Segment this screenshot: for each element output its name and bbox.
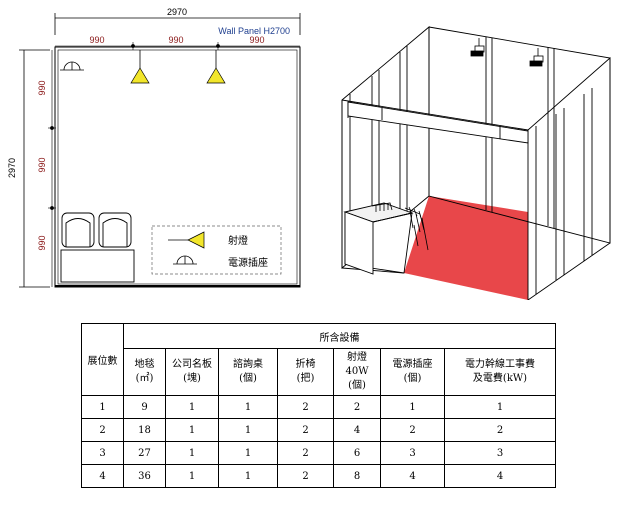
legend-spotlight-label: 射燈: [228, 235, 248, 247]
table-cell: 1: [218, 418, 278, 442]
table-cell: 2: [81, 418, 124, 442]
table-cell: 2: [277, 441, 334, 465]
top-overall-dimension: 2970: [167, 7, 187, 17]
legend-outlet-icon: [173, 255, 197, 265]
table-cell: 2: [380, 418, 445, 442]
table-cell: 1: [165, 441, 219, 465]
col-outlet: 電源插座(個): [380, 348, 445, 396]
table-cell: 3: [444, 441, 556, 465]
legend-spotlight-icon: [168, 231, 205, 249]
col-folding-chair: 折椅(把): [277, 348, 334, 396]
chair-icon: [371, 202, 393, 212]
booth-floor: [404, 196, 528, 300]
floor-plan: 2970 Wall Panel H2700 990 990 990 2970 9…: [7, 7, 301, 288]
spotlight-icon: [206, 50, 226, 84]
table-cell: 2: [444, 418, 556, 442]
table-cell: 9: [123, 395, 166, 419]
table-cell: 1: [444, 395, 556, 419]
table-cell: 4: [444, 464, 556, 488]
header-booth-count: 展位數: [81, 323, 124, 396]
top-dimension-line: [54, 13, 301, 35]
col-carpet: 地毯(㎡): [123, 348, 166, 396]
table-cell: 3: [81, 441, 124, 465]
spotlight-icon: [529, 48, 544, 67]
legend-box: [151, 225, 282, 275]
table-cell: 18: [123, 418, 166, 442]
table-cell: 3: [380, 441, 445, 465]
table-cell: 1: [218, 464, 278, 488]
left-segment-2: 990: [37, 157, 47, 172]
left-segment-line: [48, 50, 56, 287]
chair-icon: [404, 206, 429, 251]
outlet-icon: [60, 61, 84, 71]
top-segment-2: 990: [168, 35, 183, 45]
wall-panel-label: Wall Panel H2700: [218, 26, 290, 36]
top-segment-1: 990: [89, 35, 104, 45]
left-overall-dimension: 2970: [7, 158, 17, 178]
table-cell: 36: [123, 464, 166, 488]
table-cell: 8: [333, 464, 381, 488]
table-cell: 4: [333, 418, 381, 442]
table-cell: 2: [333, 395, 381, 419]
table-cell: 4: [81, 464, 124, 488]
chair-icon: [61, 212, 95, 248]
col-nameplate: 公司名板(塊): [165, 348, 219, 396]
table-cell: 2: [277, 464, 334, 488]
left-segment-3: 990: [37, 235, 47, 250]
spotlight-icon: [470, 38, 485, 57]
table-cell: 1: [218, 441, 278, 465]
information-desk: [343, 202, 414, 275]
spotlight-icon: [130, 50, 150, 84]
left-segment-1: 990: [37, 80, 47, 95]
table-cell: 2: [277, 418, 334, 442]
chair-icon: [98, 212, 132, 248]
booth-3d-view: [341, 26, 611, 300]
booth-frame: [341, 26, 611, 300]
col-power-fee: 電力幹線工事費及電費(kW): [444, 348, 556, 396]
top-segment-3: 990: [249, 35, 264, 45]
booth-walls: [54, 46, 301, 288]
table-cell: 1: [380, 395, 445, 419]
col-desk: 諮詢桌(個): [218, 348, 278, 396]
fascia-board: [347, 101, 529, 144]
table-cell: 2: [277, 395, 334, 419]
table-cell: 1: [81, 395, 124, 419]
table-cell: 1: [165, 418, 219, 442]
table-cell: 4: [380, 464, 445, 488]
header-included-equipment: 所含設備: [123, 323, 556, 349]
table-cell: 1: [165, 464, 219, 488]
table-cell: 27: [123, 441, 166, 465]
table-cell: 1: [218, 395, 278, 419]
legend-outlet-label: 電源插座: [228, 256, 268, 269]
table-cell: 1: [165, 395, 219, 419]
table-cell: 6: [333, 441, 381, 465]
left-dimension-line: [19, 49, 50, 288]
information-desk: [60, 249, 135, 283]
